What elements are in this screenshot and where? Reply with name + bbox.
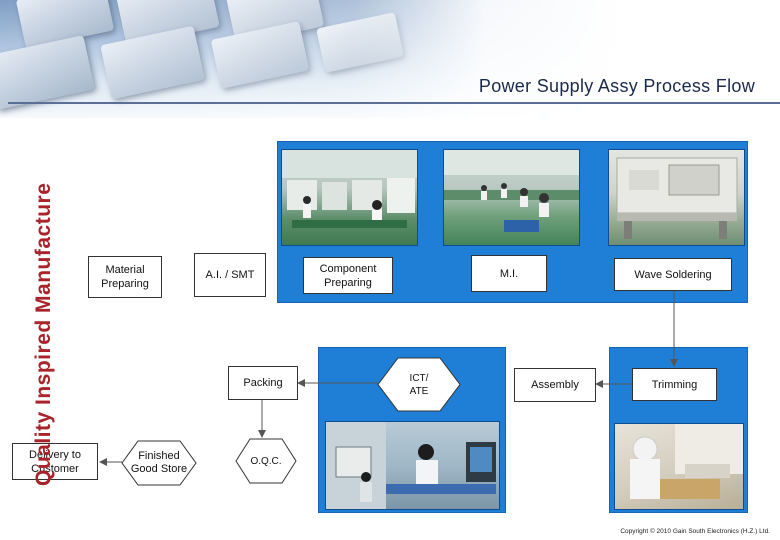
factory-photo-component bbox=[443, 149, 580, 246]
header-fade bbox=[0, 0, 780, 118]
step-mi: M.I. bbox=[471, 255, 547, 292]
step-component-preparing: Component Preparing bbox=[303, 257, 393, 294]
step-ai-smt: A.I. / SMT bbox=[194, 253, 266, 297]
step-material-preparing: Material Preparing bbox=[88, 256, 162, 298]
factory-photo-smt bbox=[281, 149, 418, 246]
step-finished-good-store-shape bbox=[121, 440, 197, 486]
step-finished-good-store: Finished Good Store bbox=[130, 450, 188, 475]
step-packing: Packing bbox=[228, 366, 298, 400]
step-trimming: Trimming bbox=[632, 368, 717, 401]
header-banner bbox=[0, 0, 780, 118]
step-label: A.I. / SMT bbox=[205, 269, 255, 281]
step-label: M.I. bbox=[499, 267, 519, 280]
step-label: Wave Soldering bbox=[634, 268, 712, 281]
title-divider bbox=[8, 102, 780, 104]
step-assembly: Assembly bbox=[514, 368, 596, 402]
step-label: Trimming bbox=[651, 378, 698, 391]
step-ict-ate-shape bbox=[377, 357, 461, 412]
step-oqc-shape bbox=[235, 438, 297, 484]
page-title: Power Supply Assy Process Flow bbox=[478, 76, 755, 96]
factory-photo-wave-soldering bbox=[608, 149, 745, 246]
step-label: Delivery to Customer bbox=[29, 448, 81, 475]
step-wave-soldering: Wave Soldering bbox=[614, 258, 732, 291]
factory-photo-testing bbox=[325, 421, 500, 510]
step-label: Material Preparing bbox=[101, 264, 149, 290]
step-delivery: Delivery to Customer bbox=[12, 443, 98, 480]
step-oqc: O.Q.C. bbox=[250, 455, 282, 467]
step-label: Packing bbox=[243, 377, 283, 389]
copyright-text: Copyright © 2010 Gain South Electronics … bbox=[620, 528, 770, 535]
step-label: Component Preparing bbox=[319, 262, 377, 289]
step-ict-ate: ICT/ ATE bbox=[409, 373, 429, 397]
factory-photo-trimming bbox=[614, 423, 744, 510]
step-label: Assembly bbox=[531, 379, 579, 391]
